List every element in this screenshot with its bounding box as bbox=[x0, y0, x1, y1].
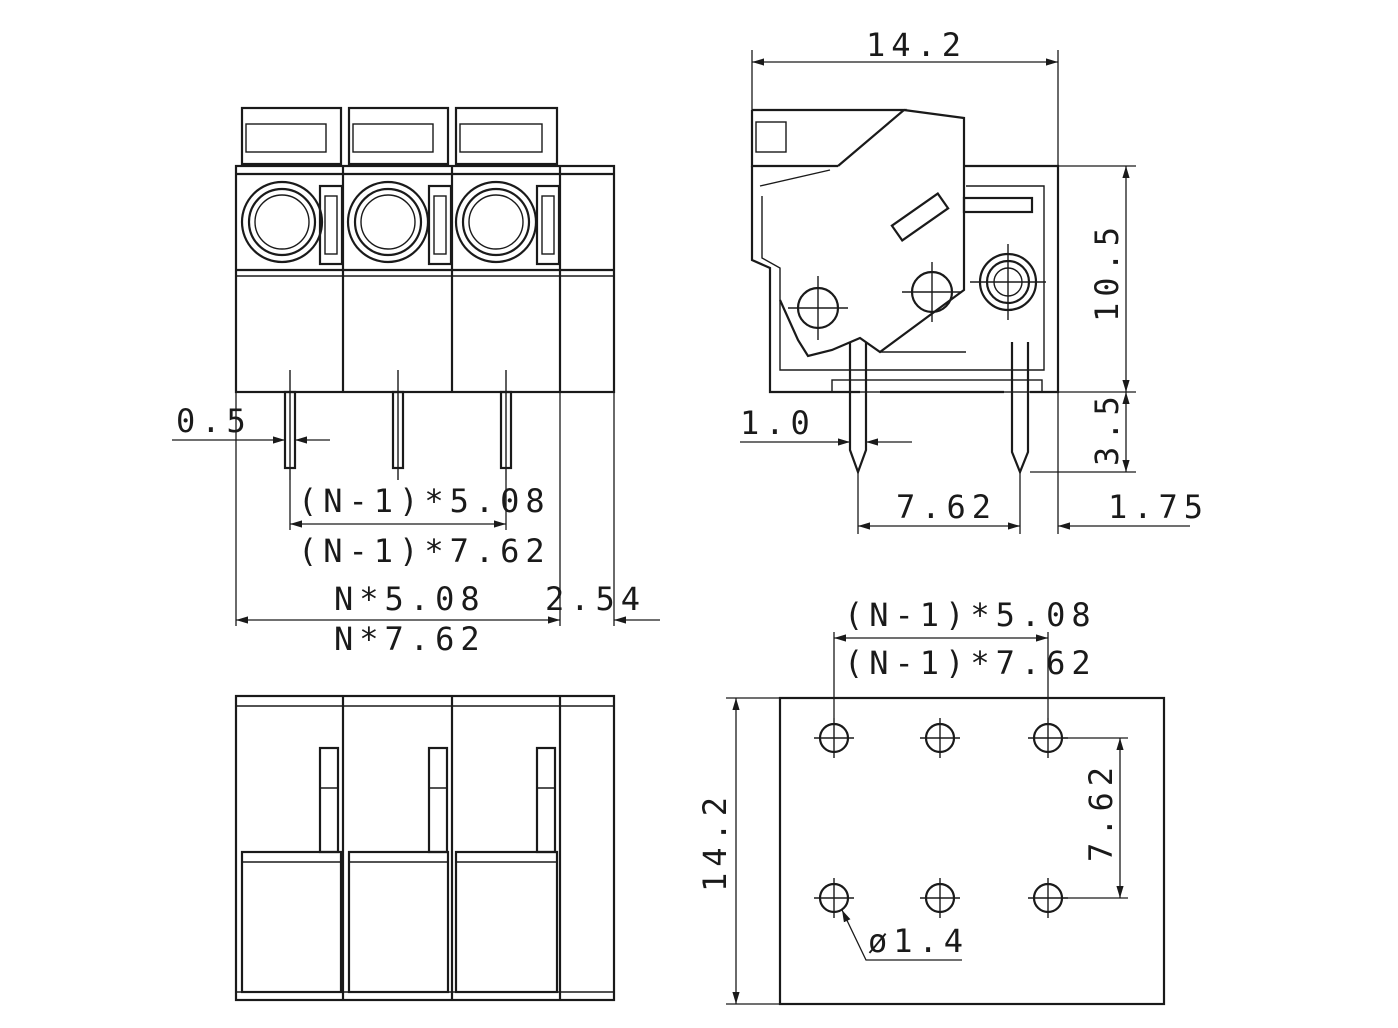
dim-footprint-pitch-a: (N-1)*5.08 bbox=[844, 596, 1097, 634]
front-view: 0.5 (N-1)*5.08 (N-1)*7.62 N*5.08 N*7.62 … bbox=[172, 106, 660, 658]
dim-side-edge-offset: 1.75 bbox=[1108, 488, 1209, 526]
side-pins bbox=[848, 342, 1030, 476]
front-pins bbox=[283, 370, 513, 480]
dim-side-pin-spacing: 7.62 bbox=[896, 488, 997, 526]
dim-side-pin-width: 1.0 bbox=[740, 404, 816, 442]
bottom-contact-springs bbox=[240, 746, 559, 994]
release-slots bbox=[318, 184, 561, 266]
side-lever bbox=[750, 108, 966, 358]
dim-footprint-pitch-b: (N-1)*7.62 bbox=[844, 644, 1097, 682]
dim-front-pin-width: 0.5 bbox=[176, 402, 252, 440]
side-holes bbox=[788, 244, 1046, 340]
dim-footprint-row-spacing: 7.62 bbox=[1082, 761, 1120, 862]
dim-side-body-height: 10.5 bbox=[1088, 221, 1126, 322]
lever-tabs bbox=[240, 106, 559, 166]
dim-front-pitch-b: (N-1)*7.62 bbox=[298, 532, 551, 570]
wire-entry-holes bbox=[240, 180, 538, 264]
bottom-view bbox=[234, 694, 616, 1002]
dim-front-pitch-a: (N-1)*5.08 bbox=[298, 482, 551, 520]
dim-front-width-a: N*5.08 bbox=[334, 580, 486, 618]
footprint-outline bbox=[778, 696, 1166, 1006]
bottom-body bbox=[234, 694, 616, 1002]
dim-front-width-b: N*7.62 bbox=[334, 620, 486, 658]
footprint-holes bbox=[814, 718, 1068, 918]
front-body bbox=[234, 164, 616, 394]
dim-side-pin-length: 3.5 bbox=[1088, 390, 1126, 466]
dim-footprint-height: 14.2 bbox=[696, 791, 734, 892]
dim-footprint-hole-diameter: ø1.4 bbox=[868, 922, 969, 960]
side-view: 14.2 10.5 3.5 1.0 7.62 1.75 bbox=[740, 26, 1209, 534]
footprint-view: (N-1)*5.08 (N-1)*7.62 14.2 7.62 ø1.4 bbox=[696, 596, 1166, 1006]
dim-front-end-offset: 2.54 bbox=[545, 580, 646, 618]
dim-side-depth: 14.2 bbox=[866, 26, 967, 64]
